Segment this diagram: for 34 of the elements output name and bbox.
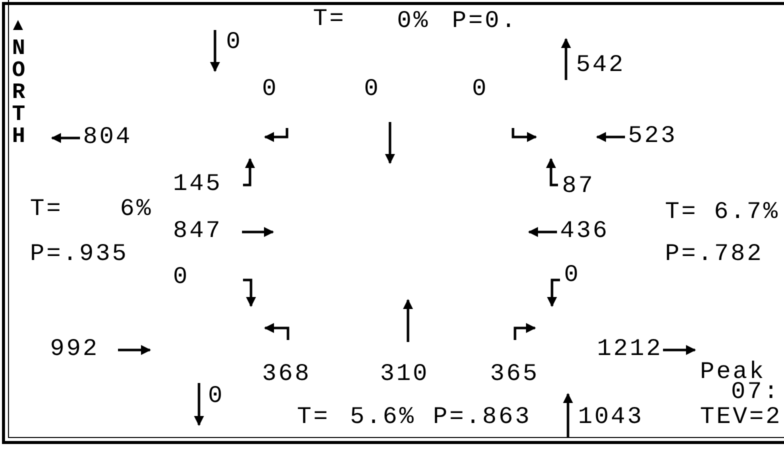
count-label: 523 (628, 125, 678, 149)
count-label: T= (665, 201, 698, 225)
count-label: T= (313, 8, 346, 32)
count-label: 310 (380, 363, 430, 387)
count-label: 0 (564, 264, 580, 288)
count-label: 365 (490, 363, 540, 387)
count-label: 0 (208, 385, 224, 409)
count-label: T= (30, 198, 63, 222)
count-label: 145 (173, 173, 222, 197)
count-label: 0 (173, 266, 190, 290)
count-label: 1212 (597, 338, 663, 362)
count-label: P=.863 (433, 406, 532, 430)
count-label: 992 (50, 338, 100, 362)
count-label: P=.935 (30, 243, 128, 267)
north-label: NORTH (12, 38, 26, 148)
count-label: 5.6% (350, 406, 416, 430)
count-label: P=.782 (665, 243, 764, 267)
count-label: 847 (173, 220, 222, 244)
count-label: 368 (262, 363, 312, 387)
count-label: 0 (262, 78, 278, 102)
count-label: 436 (560, 220, 610, 244)
count-label: 804 (83, 126, 132, 150)
count-label: T= (297, 406, 330, 430)
count-label: 6% (120, 198, 153, 222)
count-label: 6.7% (714, 201, 780, 225)
count-label: 87 (562, 175, 595, 199)
count-label: 0% (397, 10, 430, 34)
count-label: 1043 (578, 406, 644, 430)
count-label: 0 (364, 78, 380, 102)
count-label: TEV=2 (700, 406, 782, 430)
count-label: 542 (576, 54, 626, 78)
count-label: P=0. (452, 10, 518, 34)
count-label: 0 (472, 78, 488, 102)
count-label: 0 (226, 31, 242, 55)
